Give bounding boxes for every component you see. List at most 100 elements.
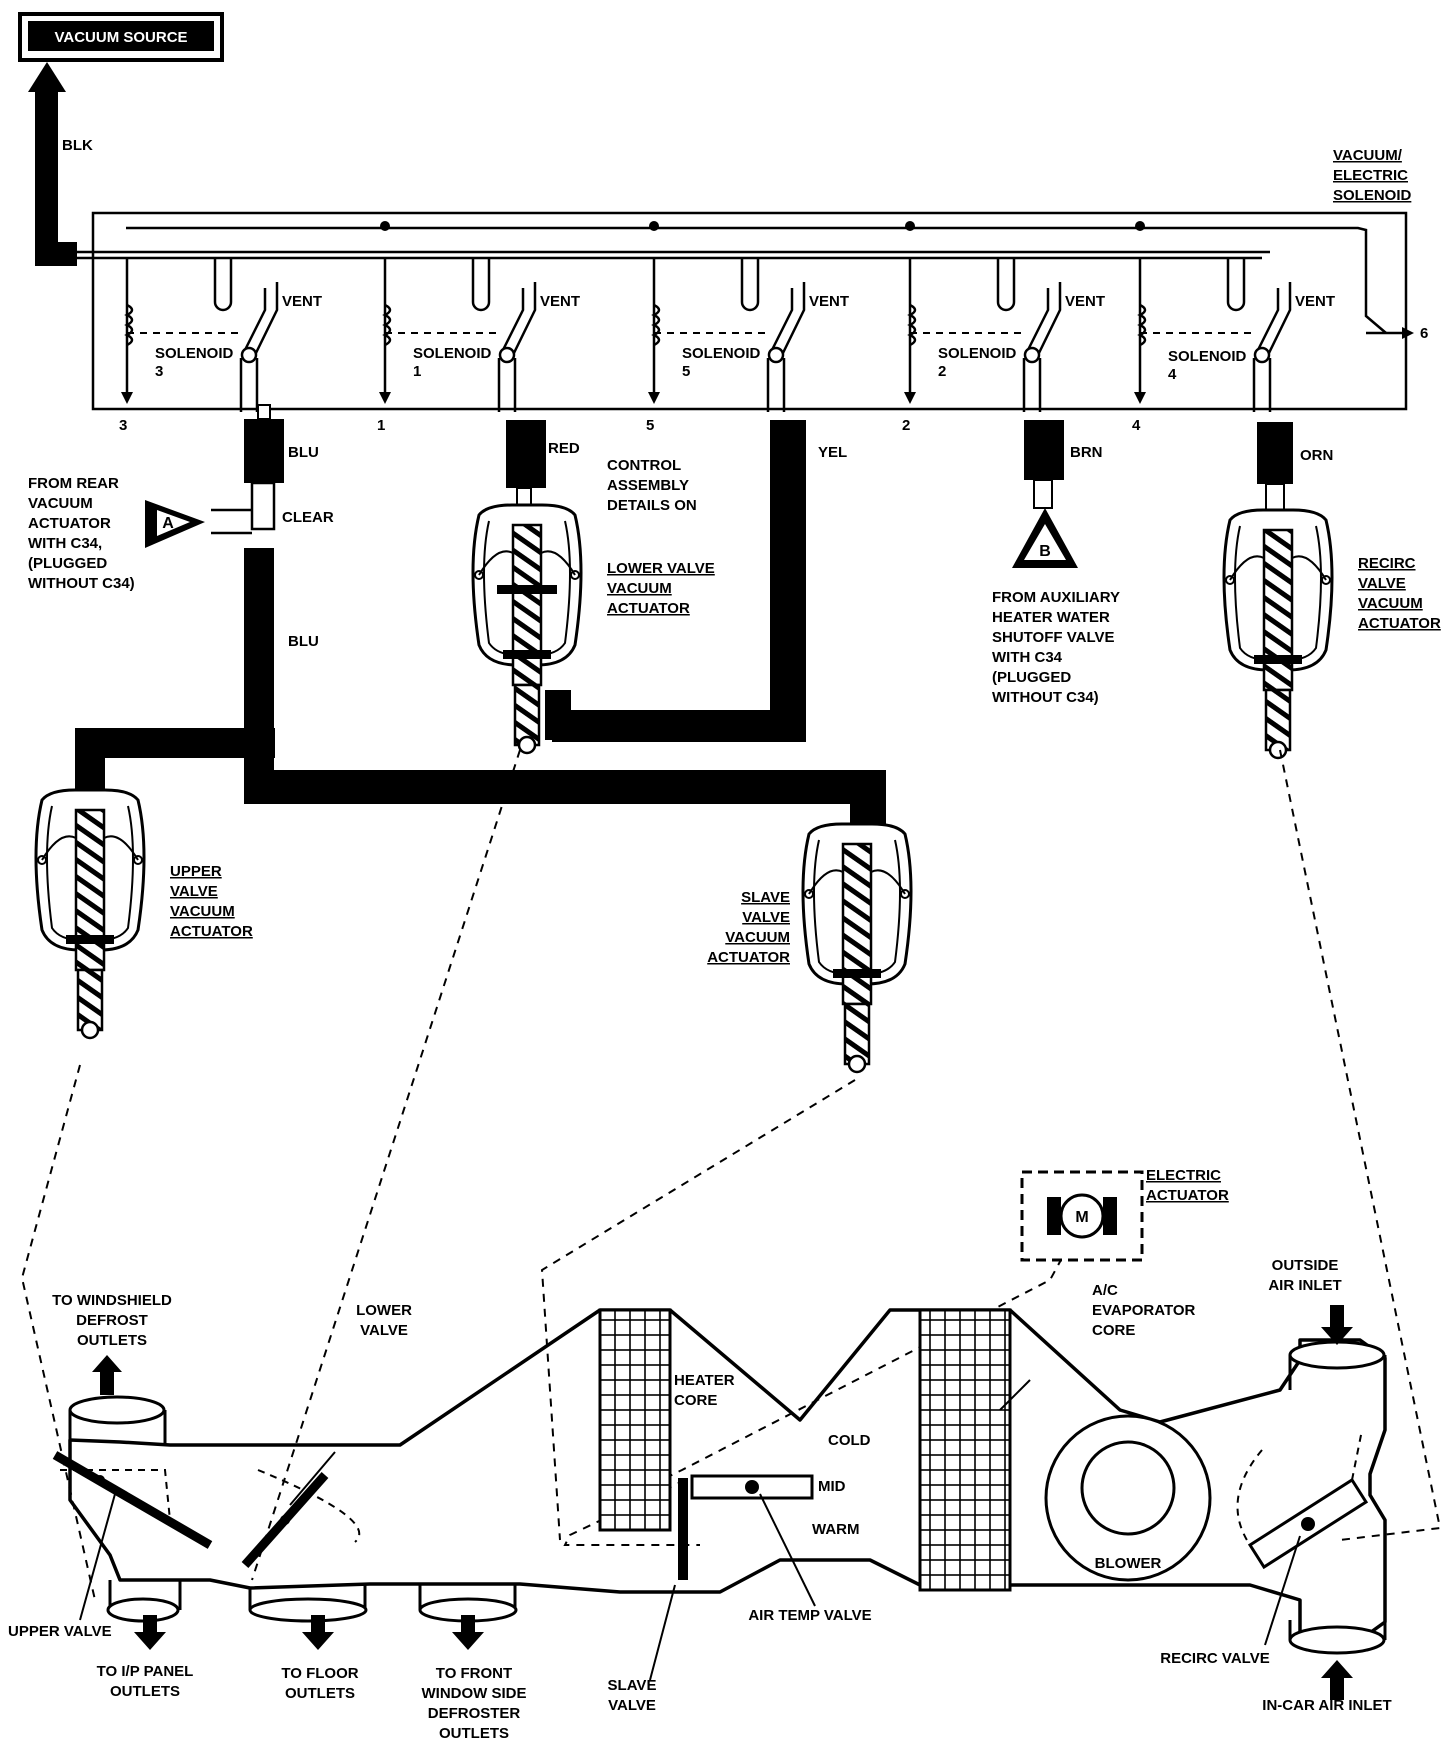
svg-text:SOLENOID: SOLENOID <box>1333 187 1412 204</box>
solenoid-title: VACUUM/ ELECTRIC SOLENOID <box>1333 147 1412 204</box>
svg-text:VALVE: VALVE <box>170 883 218 900</box>
solenoid-word: SOLENOID <box>1168 348 1247 365</box>
upper-valve-door <box>52 1451 213 1549</box>
svg-text:SLAVE: SLAVE <box>608 1677 657 1694</box>
solenoid-port: 4 <box>1132 417 1141 434</box>
svg-text:WITH C34: WITH C34 <box>992 649 1063 666</box>
recirc-valve-actuator <box>1222 508 1334 760</box>
solenoid-port: 3 <box>119 417 127 434</box>
junction-dots <box>380 221 1145 231</box>
svg-text:AIR INLET: AIR INLET <box>1268 1277 1341 1294</box>
upper-valve-actuator <box>34 788 146 1040</box>
linkage-lines <box>20 749 1442 1601</box>
electric-actuator: M <box>1020 1170 1144 1262</box>
motor-label: M <box>1075 1209 1088 1226</box>
vent-label: VENT <box>809 293 849 310</box>
svg-text:TO WINDSHIELD: TO WINDSHIELD <box>52 1292 172 1309</box>
heater-core-label: HEATER CORE <box>674 1372 735 1409</box>
orn-label: ORN <box>1300 447 1333 464</box>
svg-text:VACUUM: VACUUM <box>725 929 790 946</box>
red-label: RED <box>548 440 580 457</box>
svg-text:A/C: A/C <box>1092 1282 1118 1299</box>
vacuum-source-arrow <box>28 62 77 266</box>
svg-text:ELECTRIC: ELECTRIC <box>1333 167 1408 184</box>
port-6-label: 6 <box>1420 325 1428 342</box>
evaporator-label: A/C EVAPORATOR CORE <box>1092 1282 1196 1339</box>
from-rear-note: FROM REAR VACUUM ACTUATOR WITH C34, (PLU… <box>28 475 135 592</box>
blower <box>1044 1414 1212 1582</box>
vacuum-actuators <box>34 503 1334 1074</box>
svg-text:TO FRONT: TO FRONT <box>436 1665 512 1682</box>
svg-text:VACUUM: VACUUM <box>170 903 235 920</box>
vent-label: VENT <box>1065 293 1105 310</box>
svg-text:CORE: CORE <box>1092 1322 1135 1339</box>
front-window-label: TO FRONT WINDOW SIDE DEFROSTER OUTLETS <box>422 1665 527 1742</box>
hvac-housing <box>68 1308 1387 1642</box>
solenoid-word: SOLENOID <box>938 345 1017 362</box>
slave-valve-label: SLAVE VALVE <box>608 1677 657 1714</box>
solenoid-port: 1 <box>377 417 385 434</box>
heater-core-grid <box>598 1308 672 1532</box>
svg-text:VACUUM/: VACUUM/ <box>1333 147 1403 164</box>
ip-panel-label: TO I/P PANEL OUTLETS <box>97 1663 194 1700</box>
svg-text:TO I/P PANEL: TO I/P PANEL <box>97 1663 194 1680</box>
svg-text:SLAVE: SLAVE <box>741 889 790 906</box>
svg-text:VACUUM: VACUUM <box>28 495 93 512</box>
marker-a: A <box>145 500 205 548</box>
solenoid-word: SOLENOID <box>682 345 761 362</box>
recirc-valve-door <box>1236 1429 1369 1570</box>
solenoid-cells: SOLENOID33VENTSOLENOID11VENTSOLENOID55VE… <box>119 258 1335 434</box>
svg-text:VALVE: VALVE <box>608 1697 656 1714</box>
mid-label: MID <box>818 1478 846 1495</box>
svg-text:(PLUGGED: (PLUGGED <box>992 669 1071 686</box>
svg-text:A: A <box>162 515 174 532</box>
svg-text:ACTUATOR: ACTUATOR <box>1146 1187 1229 1204</box>
air-flow-arrows <box>92 1305 1353 1700</box>
solenoid-number: 1 <box>413 363 421 380</box>
control-assembly-note: CONTROL ASSEMBLY DETAILS ON <box>607 457 697 514</box>
solenoid-word: SOLENOID <box>155 345 234 362</box>
svg-text:FROM AUXILIARY: FROM AUXILIARY <box>992 589 1120 606</box>
svg-text:SHUTOFF VALVE: SHUTOFF VALVE <box>992 629 1115 646</box>
hoses <box>75 404 1293 824</box>
svg-text:DEFROSTER: DEFROSTER <box>428 1705 521 1722</box>
svg-text:WINDOW SIDE: WINDOW SIDE <box>422 1685 527 1702</box>
svg-text:OUTLETS: OUTLETS <box>110 1683 180 1700</box>
svg-text:ACTUATOR: ACTUATOR <box>1358 615 1441 632</box>
floor-label: TO FLOOR OUTLETS <box>281 1665 358 1702</box>
svg-text:B: B <box>1039 543 1051 560</box>
svg-text:WITHOUT C34): WITHOUT C34) <box>28 575 135 592</box>
svg-text:VALVE: VALVE <box>742 909 790 926</box>
svg-text:VALVE: VALVE <box>1358 575 1406 592</box>
solenoid-port: 2 <box>902 417 910 434</box>
svg-text:FROM REAR: FROM REAR <box>28 475 119 492</box>
svg-text:OUTLETS: OUTLETS <box>77 1332 147 1349</box>
svg-text:RECIRC: RECIRC <box>1358 555 1416 572</box>
lower-valve-actuator <box>471 503 583 755</box>
svg-text:LOWER: LOWER <box>356 1302 412 1319</box>
air-temp-valve-label: AIR TEMP VALVE <box>748 1607 871 1624</box>
solenoid-port: 5 <box>646 417 654 434</box>
warm-label: WARM <box>812 1521 860 1538</box>
svg-text:OUTLETS: OUTLETS <box>285 1685 355 1702</box>
outlet-tubes <box>68 1340 1387 1655</box>
vacuum-source-box: VACUUM SOURCE <box>18 12 224 62</box>
svg-text:ACTUATOR: ACTUATOR <box>607 600 690 617</box>
svg-text:LOWER VALVE: LOWER VALVE <box>607 560 715 577</box>
svg-text:EVAPORATOR: EVAPORATOR <box>1092 1302 1196 1319</box>
solenoid-assembly <box>75 211 1408 411</box>
in-car-air-label: IN-CAR AIR INLET <box>1262 1697 1391 1714</box>
outside-air-label: OUTSIDE AIR INLET <box>1268 1257 1341 1294</box>
svg-text:VACUUM: VACUUM <box>1358 595 1423 612</box>
svg-text:(PLUGGED: (PLUGGED <box>28 555 107 572</box>
vacuum-source-label: VACUUM SOURCE <box>54 29 187 46</box>
svg-text:VALVE: VALVE <box>360 1322 408 1339</box>
svg-text:OUTLETS: OUTLETS <box>439 1725 509 1742</box>
vent-label: VENT <box>540 293 580 310</box>
blower-label: BLOWER <box>1095 1555 1162 1572</box>
svg-text:ASSEMBLY: ASSEMBLY <box>607 477 689 494</box>
